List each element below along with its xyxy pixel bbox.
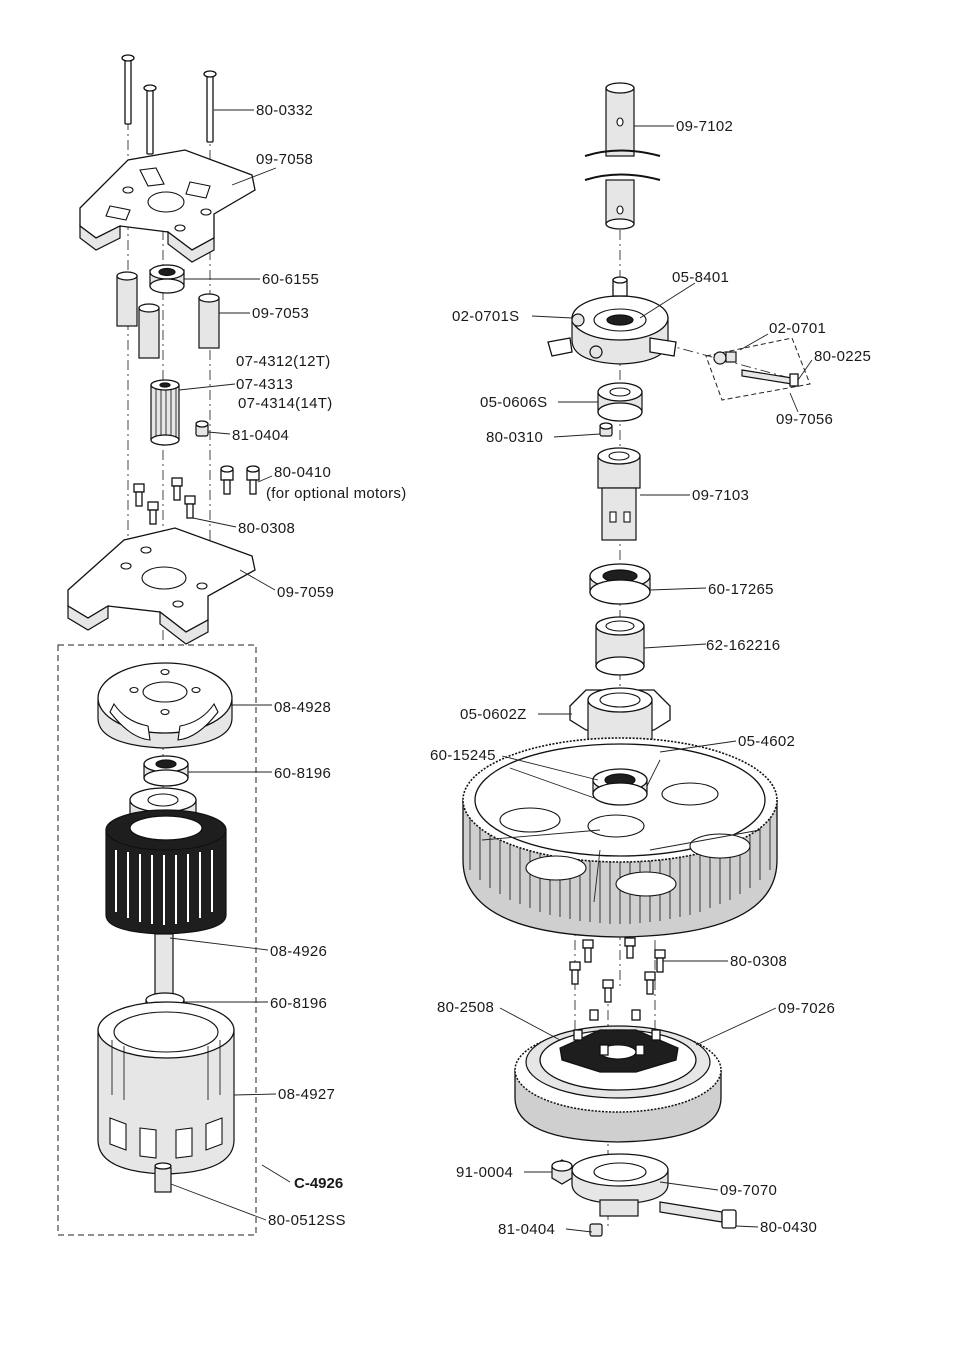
label-81-0404-right: 81-0404 <box>498 1221 555 1238</box>
main-gear-05-4602 <box>462 737 778 938</box>
collar-05-0606s <box>597 382 643 422</box>
screws-80-0308-left <box>133 477 196 525</box>
hub-09-7103 <box>597 447 641 541</box>
label-02-0701: 02-0701 <box>769 320 826 337</box>
label-80-2508: 80-2508 <box>437 999 494 1016</box>
label-09-7058: 09-7058 <box>256 151 313 168</box>
label-80-0332: 80-0332 <box>256 102 313 119</box>
label-62-162216: 62-162216 <box>706 637 780 654</box>
label-09-7059: 09-7059 <box>277 584 334 601</box>
screws-80-0410 <box>220 465 260 495</box>
label-60-8196-lower: 60-8196 <box>270 995 327 1012</box>
bearing-60-6155 <box>149 264 185 294</box>
label-07-4312: 07-4312(12T) <box>236 353 331 370</box>
main-shaft-09-7102 <box>584 82 661 230</box>
ball-link-assembly-09-7056 <box>705 337 811 401</box>
label-80-0308-left: 80-0308 <box>238 520 295 537</box>
label-80-0308-right: 80-0308 <box>730 953 787 970</box>
screw-80-0310 <box>599 422 613 437</box>
motor-can-08-4927 <box>97 1001 235 1175</box>
label-80-0512ss: 80-0512SS <box>268 1212 346 1229</box>
label-07-4314: 07-4314(14T) <box>238 395 333 412</box>
label-08-4926: 08-4926 <box>270 943 327 960</box>
label-60-8196-upper: 60-8196 <box>274 765 331 782</box>
pulley-09-7026 <box>514 1009 722 1143</box>
label-09-7070: 09-7070 <box>720 1182 777 1199</box>
set-screw-81-0404-right <box>589 1223 603 1237</box>
label-09-7103: 09-7103 <box>692 487 749 504</box>
label-60-17265: 60-17265 <box>708 581 774 598</box>
set-screw-81-0404-left <box>195 420 209 437</box>
label-81-0404-left: 81-0404 <box>232 427 289 444</box>
label-80-0310: 80-0310 <box>486 429 543 446</box>
label-91-0004: 91-0004 <box>456 1164 513 1181</box>
swashplate-05-8401 <box>547 276 677 365</box>
label-80-0410: 80-0410 <box>274 464 331 481</box>
bearing-60-8196-upper <box>143 755 189 787</box>
label-08-4928: 08-4928 <box>274 699 331 716</box>
bearing-60-17265 <box>589 563 651 605</box>
label-05-8401: 05-8401 <box>672 269 729 286</box>
screws-80-0308-right <box>569 937 666 1003</box>
motor-plate-upper-09-7058 <box>79 149 256 263</box>
tail-hub-09-7070 <box>571 1153 669 1217</box>
motor-cap-08-4928 <box>97 662 233 749</box>
motor-plate-lower-09-7059 <box>67 527 256 645</box>
label-09-7026: 09-7026 <box>778 1000 835 1017</box>
label-05-0602z: 05-0602Z <box>460 706 527 723</box>
label-02-0701s: 02-0701S <box>452 308 519 325</box>
pinion-gear-07-4313 <box>150 379 180 446</box>
label-80-0410-note: (for optional motors) <box>266 485 407 502</box>
label-09-7053: 09-7053 <box>252 305 309 322</box>
stator-08-4926 <box>105 787 227 1010</box>
label-05-4602: 05-4602 <box>738 733 795 750</box>
motor-assembly-box-c-4926 <box>57 644 257 1236</box>
label-09-7102: 09-7102 <box>676 118 733 135</box>
spacers-09-7053 <box>116 271 220 359</box>
bushing-62-162216 <box>595 616 645 676</box>
label-05-0606s: 05-0606S <box>480 394 547 411</box>
leader-lines <box>169 109 813 1233</box>
label-07-4313: 07-4313 <box>236 376 293 393</box>
label-08-4927: 08-4927 <box>278 1086 335 1103</box>
nut-91-0004 <box>551 1159 573 1185</box>
bearing-60-15245 <box>592 768 648 806</box>
label-80-0430: 80-0430 <box>760 1219 817 1236</box>
label-80-0225: 80-0225 <box>814 348 871 365</box>
bolt-80-0430 <box>659 1201 737 1229</box>
label-60-6155: 60-6155 <box>262 271 319 288</box>
label-60-15245: 60-15245 <box>430 747 496 764</box>
part-labels: 80-0332 09-7058 60-6155 09-7053 07-4312(… <box>232 102 871 1238</box>
screws-80-0332 <box>121 54 217 155</box>
screw-80-0512ss <box>154 1162 172 1193</box>
label-c-4926: C-4926 <box>294 1175 343 1192</box>
label-09-7056: 09-7056 <box>776 411 833 428</box>
